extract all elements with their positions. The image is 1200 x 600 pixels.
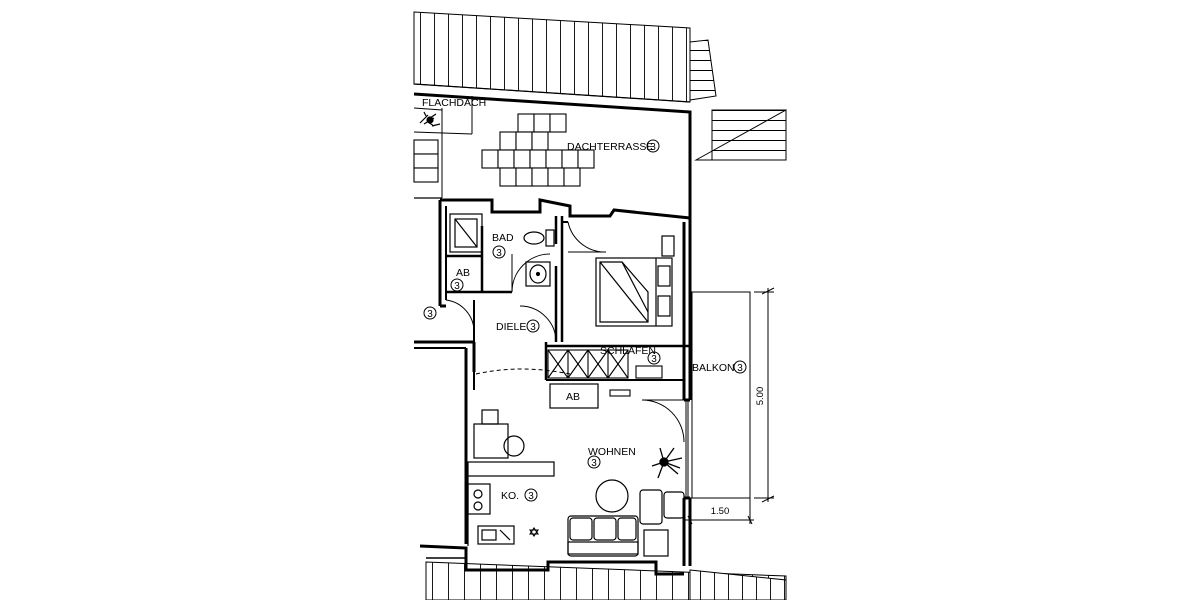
roof-tiles-bottom <box>425 561 787 600</box>
label-ab-2: AB <box>566 391 580 403</box>
paving-stones <box>481 113 595 187</box>
kitchen-counter-icon <box>467 461 555 546</box>
marker-flur-left <box>423 306 437 320</box>
marker-wohnen <box>587 455 601 469</box>
marker-schlafen <box>647 351 661 365</box>
dining-table-icon <box>473 409 525 459</box>
dimension-balkon-width <box>684 498 754 525</box>
marker-diele-number: 3 <box>530 322 536 333</box>
bed-icon <box>595 257 673 327</box>
label-ab-1: AB <box>456 267 470 279</box>
label-flachdach: FLACHDACH <box>422 97 486 109</box>
toilet-icon <box>523 229 555 247</box>
side-table-icon <box>595 479 629 513</box>
marker-flur-left-number: 3 <box>427 309 433 320</box>
label-diele: DIELE <box>496 321 526 333</box>
label-wohnen: WOHNEN <box>588 446 636 458</box>
marker-kueche <box>524 488 538 502</box>
nightstand-icon <box>661 235 675 257</box>
armchair-icon <box>639 489 685 557</box>
marker-dachterrasse <box>646 139 660 153</box>
marker-bad-number: 3 <box>496 248 502 259</box>
label-schlafen: SCHLAFEN <box>600 345 656 357</box>
wardrobe-icon <box>547 349 629 379</box>
dimension-1-50-label: 1.50 <box>711 506 730 517</box>
roof-tiles-top <box>413 11 787 161</box>
dimension-balkon-length <box>754 287 775 503</box>
balkon-outline <box>690 291 751 499</box>
shower-icon <box>449 213 483 253</box>
label-kueche: KO. <box>501 490 519 502</box>
marker-schlafen-number: 3 <box>651 354 657 365</box>
plant-icon <box>419 111 441 127</box>
marker-bad <box>492 245 506 259</box>
terrace-area <box>413 92 692 218</box>
ab-storage <box>549 383 599 409</box>
marker-balkon-number: 3 <box>737 363 743 374</box>
sofa-icon <box>567 515 639 557</box>
dimension-5-00-label: 5.00 <box>755 387 766 406</box>
potted-plant-icon <box>651 447 683 479</box>
sink-icon <box>525 261 551 287</box>
walls <box>414 198 692 576</box>
label-balkon: BALKON <box>692 362 735 374</box>
label-bad: BAD <box>492 232 514 244</box>
room-labels: FLACHDACH DACHTERRASSE 3 BAD 3 AB 3 3 DI… <box>422 97 747 502</box>
marker-kueche-number: 3 <box>528 491 534 502</box>
kitchen-sink-icon <box>477 525 515 545</box>
stove-star-icon <box>528 527 540 537</box>
stepping-stones-left <box>413 139 439 183</box>
marker-dachterrasse-number: 3 <box>650 142 656 153</box>
marker-diele <box>526 319 540 333</box>
marker-balkon <box>733 360 747 374</box>
marker-ab-1 <box>450 278 464 292</box>
label-dachterrasse: DACHTERRASSE <box>567 141 653 153</box>
marker-wohnen-number: 3 <box>591 458 597 469</box>
marker-ab-1-number: 3 <box>454 281 460 292</box>
doors <box>445 221 685 443</box>
desk-icon <box>609 365 663 397</box>
